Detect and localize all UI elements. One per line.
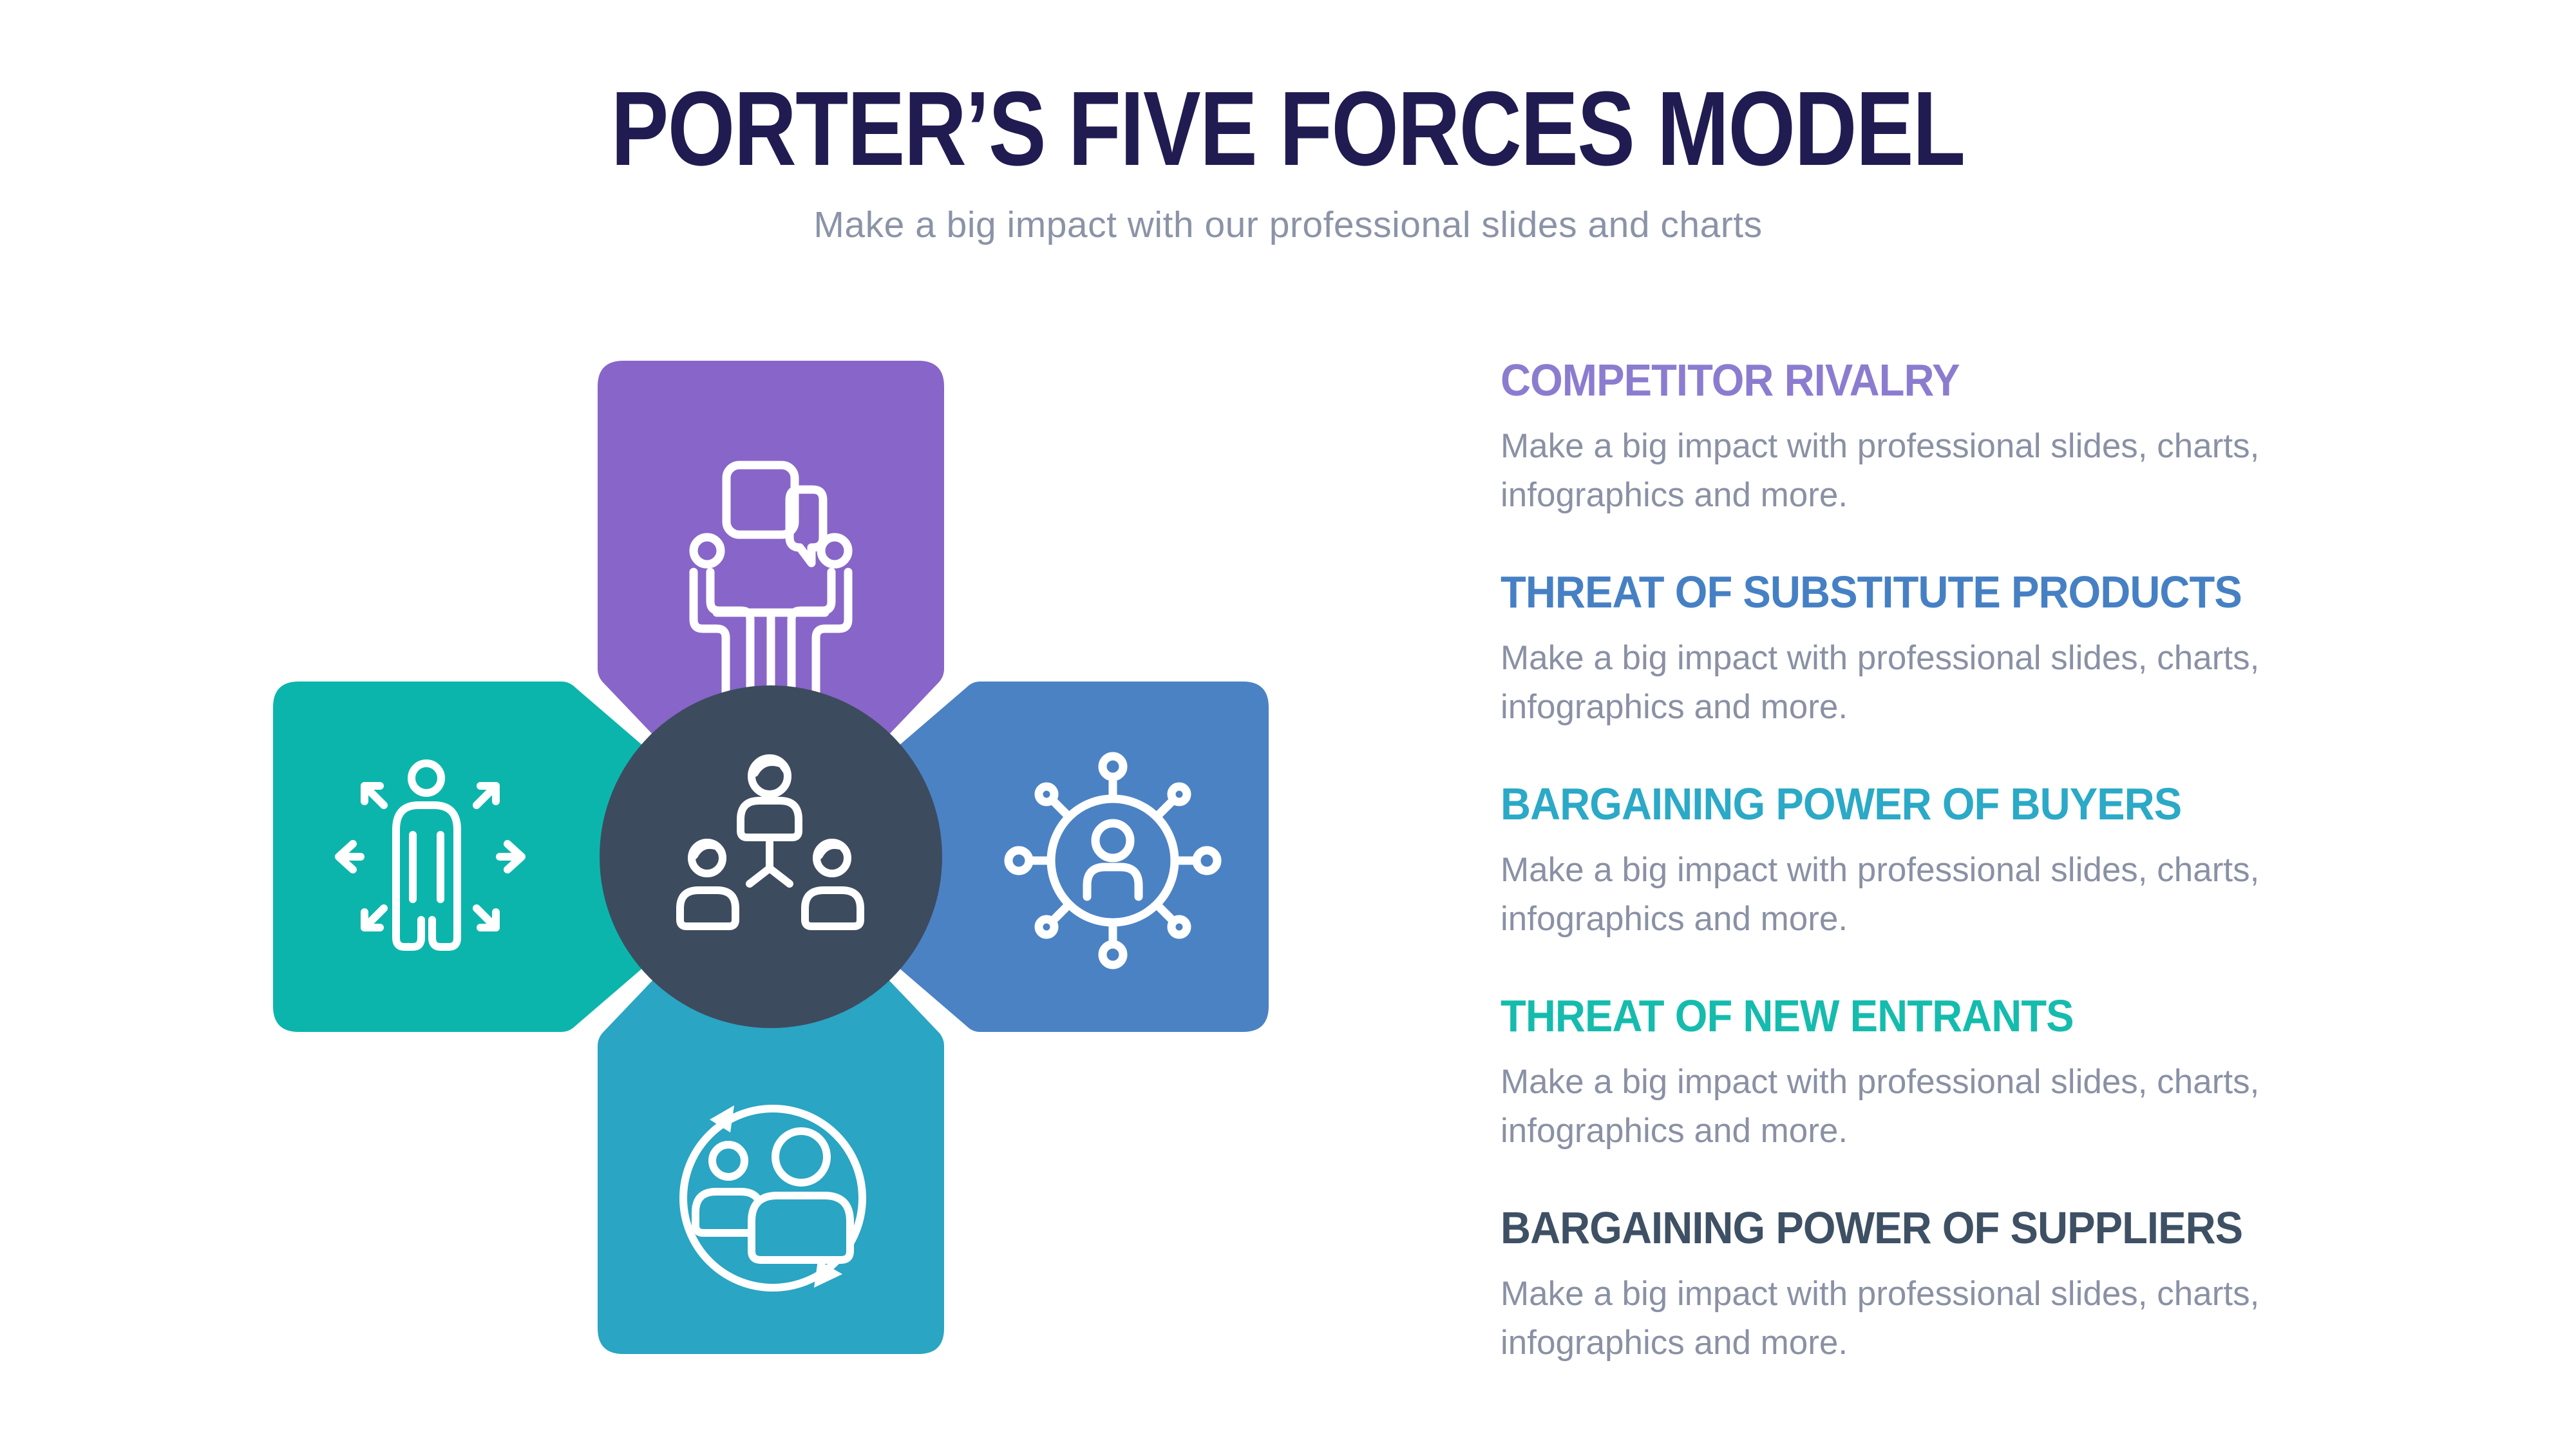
force-heading: BARGAINING POWER OF SUPPLIERS [1501, 1203, 2243, 1253]
force-description: Make a big impact with professional slid… [1501, 1063, 2260, 1150]
page-title-text: PORTER’S FIVE FORCES MODEL [611, 70, 1965, 187]
page-subtitle: Make a big impact with our professional … [813, 204, 1763, 245]
force-description: Make a big impact with professional slid… [1501, 639, 2260, 726]
force-item-new-entrants: THREAT OF NEW ENTRANTS Make a big impact… [1501, 991, 2363, 1156]
force-heading: THREAT OF NEW ENTRANTS [1501, 991, 2074, 1041]
force-heading: COMPETITOR RIVALRY [1501, 355, 1960, 405]
forces-list: COMPETITOR RIVALRY Make a big impact wit… [1501, 356, 2363, 1415]
org-chart-icon [676, 754, 864, 930]
center-circle [600, 685, 942, 1028]
force-item-power-of-suppliers: BARGAINING POWER OF SUPPLIERS Make a big… [1501, 1203, 2363, 1368]
force-item-power-of-buyers: BARGAINING POWER OF BUYERS Make a big im… [1501, 779, 2363, 944]
force-item-substitute-products: THREAT OF SUBSTITUTE PRODUCTS Make a big… [1501, 568, 2363, 732]
force-item-competitor-rivalry: COMPETITOR RIVALRY Make a big impact wit… [1501, 356, 2363, 520]
meeting-table-icon [689, 461, 853, 703]
page-title: PORTER’S FIVE FORCES MODEL [0, 76, 2576, 182]
force-description: Make a big impact with professional slid… [1501, 851, 2260, 938]
person-network-icon [1004, 752, 1222, 969]
force-heading: BARGAINING POWER OF BUYERS [1501, 779, 2182, 829]
force-description: Make a big impact with professional slid… [1501, 1275, 2260, 1362]
people-cycle-icon [679, 1105, 866, 1292]
force-heading: THREAT OF SUBSTITUTE PRODUCTS [1501, 567, 2242, 617]
person-arrows-icon [335, 759, 526, 951]
force-description: Make a big impact with professional slid… [1501, 427, 2260, 514]
